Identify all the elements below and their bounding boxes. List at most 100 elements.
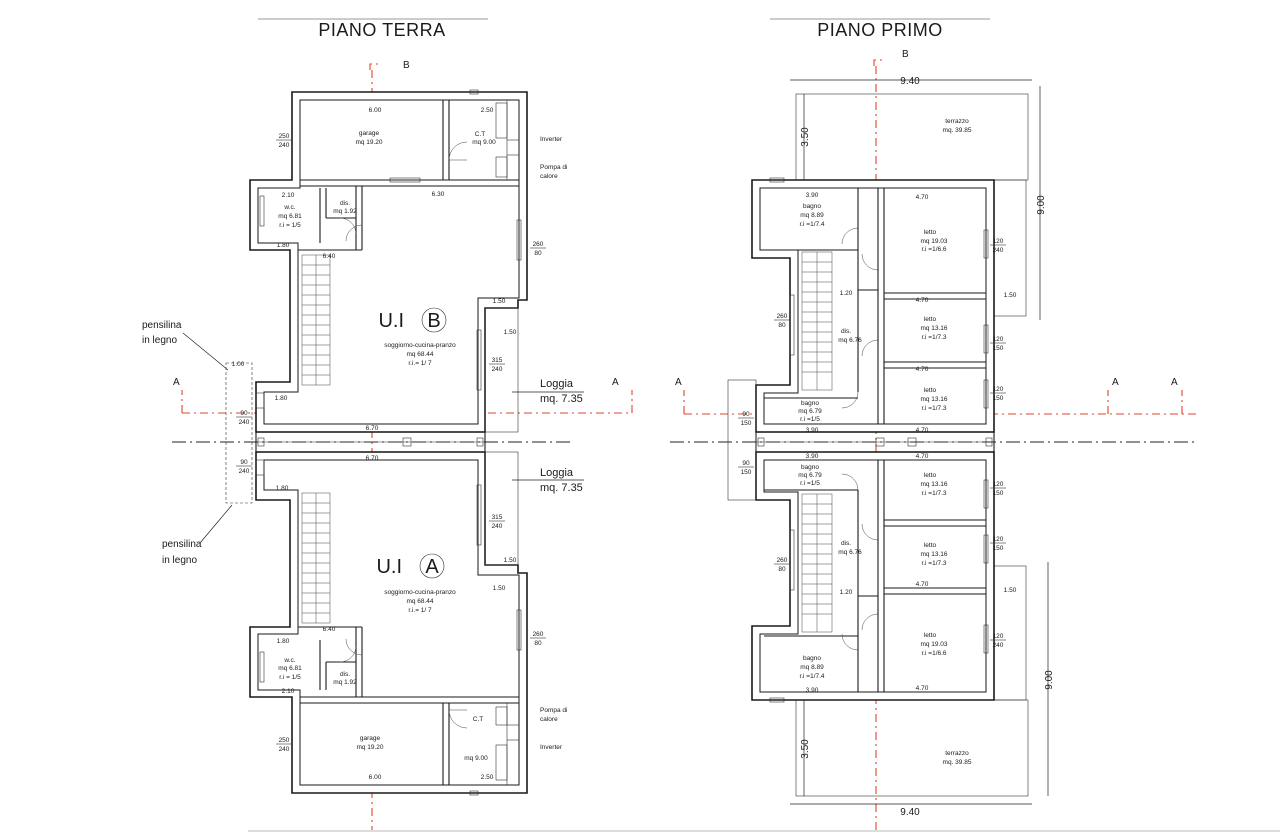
living-bottom-name: soggiorno-cucina-pranzo <box>384 589 456 596</box>
dim-ground-150-top-a: 1.50 <box>493 298 506 305</box>
wc-bottom-area: mq 6.81 <box>278 665 302 672</box>
letto-1-name: letto <box>924 229 937 236</box>
dim-first-w150-bottom: 150 <box>741 469 752 476</box>
letto-4-name: letto <box>924 472 937 479</box>
dim-first-470-d: 4.70 <box>916 427 929 434</box>
letto-5-area: mq 13.16 <box>920 551 947 558</box>
dim-first-w120-d: 120 <box>993 481 1004 488</box>
dim-ground-w240-top: 240 <box>279 142 290 149</box>
bagno-mid-bottom-name: bagno <box>801 464 819 471</box>
title-first-floor: PIANO PRIMO <box>817 20 943 40</box>
bagno-bottom-name: bagno <box>803 655 821 662</box>
dim-ground-600-bottom: 6.00 <box>369 774 382 781</box>
dim-ground-w90-bottom: 90 <box>240 459 248 466</box>
unit-b-label: U.I <box>378 310 404 332</box>
dim-ground-w90-top: 90 <box>240 410 248 417</box>
dim-ground-w240-bottom: 240 <box>279 746 290 753</box>
bagno-mid-top-area: mq 6.79 <box>798 408 822 415</box>
garage-bottom-name: garage <box>360 735 381 742</box>
letto-3-ri: r.i =1/7.3 <box>921 405 946 412</box>
pompa-bottom-2: calore <box>540 716 558 723</box>
dim-first-150-b: 1.50 <box>1004 587 1017 594</box>
dim-ground-100: 1.00 <box>232 361 245 368</box>
dim-first-w120-f: 120 <box>993 633 1004 640</box>
dim-ground-250-bottom: 2.50 <box>481 774 494 781</box>
stair-treads-first-top <box>802 252 832 390</box>
dim-first-120-b: 1.20 <box>840 589 853 596</box>
dis-top-area: mq 1.92 <box>333 208 357 215</box>
dim-first-470-f: 4.70 <box>916 581 929 588</box>
living-top-name: soggiorno-cucina-pranzo <box>384 342 456 349</box>
dim-first-900-top: 9.00 <box>1036 195 1047 215</box>
bagno-bottom-area: mq 8.89 <box>800 664 824 671</box>
dim-ground-180-top-b: 1.80 <box>275 395 288 402</box>
pensilina-top-2: in legno <box>142 335 177 346</box>
dim-first-w260-bottom: 260 <box>777 557 788 564</box>
dim-ground-w240-c: 240 <box>239 419 250 426</box>
pompa-top-1: Pompa di <box>540 164 567 171</box>
dim-ground-180-bottom-a: 1.80 <box>276 485 289 492</box>
letto-2-area: mq 13.16 <box>920 325 947 332</box>
dim-first-w260-top: 260 <box>777 313 788 320</box>
dim-first-940-bottom: 9.40 <box>900 807 920 818</box>
title-ground-floor: PIANO TERRA <box>318 20 445 40</box>
stair-treads-ground-bottom <box>302 493 330 623</box>
dim-first-w80-top: 80 <box>778 322 786 329</box>
section-a-label-first-far: A <box>1171 377 1178 388</box>
ct-bottom-name: C.T <box>473 716 484 723</box>
dim-ground-w260-top: 260 <box>533 241 544 248</box>
section-b-label-ground: B <box>403 60 410 71</box>
unit-a-letter: A <box>425 556 439 578</box>
bagno-top-ri: r.i =1/7.4 <box>799 221 824 228</box>
dim-ground-w250-top: 250 <box>279 133 290 140</box>
letto-1-ri: r.i =1/6.6 <box>921 246 946 253</box>
letto-3-area: mq 13.16 <box>920 396 947 403</box>
dis-top-name-first: dis. <box>841 328 851 335</box>
section-b-label-first: B <box>902 49 909 60</box>
letto-4-area: mq 13.16 <box>920 481 947 488</box>
dim-ground-600-top: 6.00 <box>369 107 382 114</box>
inverter-bottom: Inverter <box>540 744 563 751</box>
dim-ground-w240-e: 240 <box>492 523 503 530</box>
inverter-top: Inverter <box>540 136 563 143</box>
dim-first-w120-a: 120 <box>993 238 1004 245</box>
bagno-mid-bottom-ri: r.i =1/5 <box>800 480 820 487</box>
dim-ground-w240-b: 240 <box>492 366 503 373</box>
loggia-top-name: Loggia <box>540 378 574 390</box>
dim-first-w80-bottom: 80 <box>778 566 786 573</box>
section-a-label-ground-left: A <box>173 377 180 388</box>
living-bottom-ri: r.i.= 1/ 7 <box>408 607 432 614</box>
wc-top-name: w.c. <box>283 204 295 211</box>
wc-bottom-ri: r.i = 1/5 <box>279 674 301 681</box>
dim-first-w120-e: 120 <box>993 536 1004 543</box>
wc-top-area: mq 6.81 <box>278 213 302 220</box>
dim-ground-w80-top: 80 <box>534 250 542 257</box>
garage-bottom-area: mq 19.20 <box>356 744 383 751</box>
letto-3-name: letto <box>924 387 937 394</box>
section-a-label-first-left: A <box>675 377 682 388</box>
dim-ground-250-top: 2.50 <box>481 107 494 114</box>
letto-5-name: letto <box>924 542 937 549</box>
dim-first-940-top: 9.40 <box>900 76 920 87</box>
dim-ground-210-bottom: 2.10 <box>282 688 295 695</box>
garage-top-area: mq 19.20 <box>355 139 382 146</box>
pompa-bottom-1: Pompa di <box>540 707 567 714</box>
ct-top-area: mq 9.00 <box>472 139 496 146</box>
dim-ground-180-bottom-b: 1.80 <box>277 638 290 645</box>
dim-ground-670-top: 6.70 <box>366 425 379 432</box>
dim-ground-w80-bottom: 80 <box>534 640 542 647</box>
letto-1-area: mq 19.03 <box>920 238 947 245</box>
dim-first-470-a: 4.70 <box>916 194 929 201</box>
dim-first-w240-a: 240 <box>993 247 1004 254</box>
letto-2-name: letto <box>924 316 937 323</box>
dim-first-w150-top: 150 <box>741 420 752 427</box>
letto-5-ri: r.i =1/7.3 <box>921 560 946 567</box>
dim-first-470-c: 4.70 <box>916 366 929 373</box>
section-a-label-ground-right: A <box>612 377 619 388</box>
terrace-bottom-name: terrazzo <box>945 750 969 757</box>
living-top-area: mq 68.44 <box>406 351 433 358</box>
dis-bottom-name: dis. <box>340 671 350 678</box>
ct-top-name: C.T <box>475 131 486 138</box>
dis-top-name: dis. <box>340 200 350 207</box>
dim-ground-640-top: 6.40 <box>323 253 336 260</box>
